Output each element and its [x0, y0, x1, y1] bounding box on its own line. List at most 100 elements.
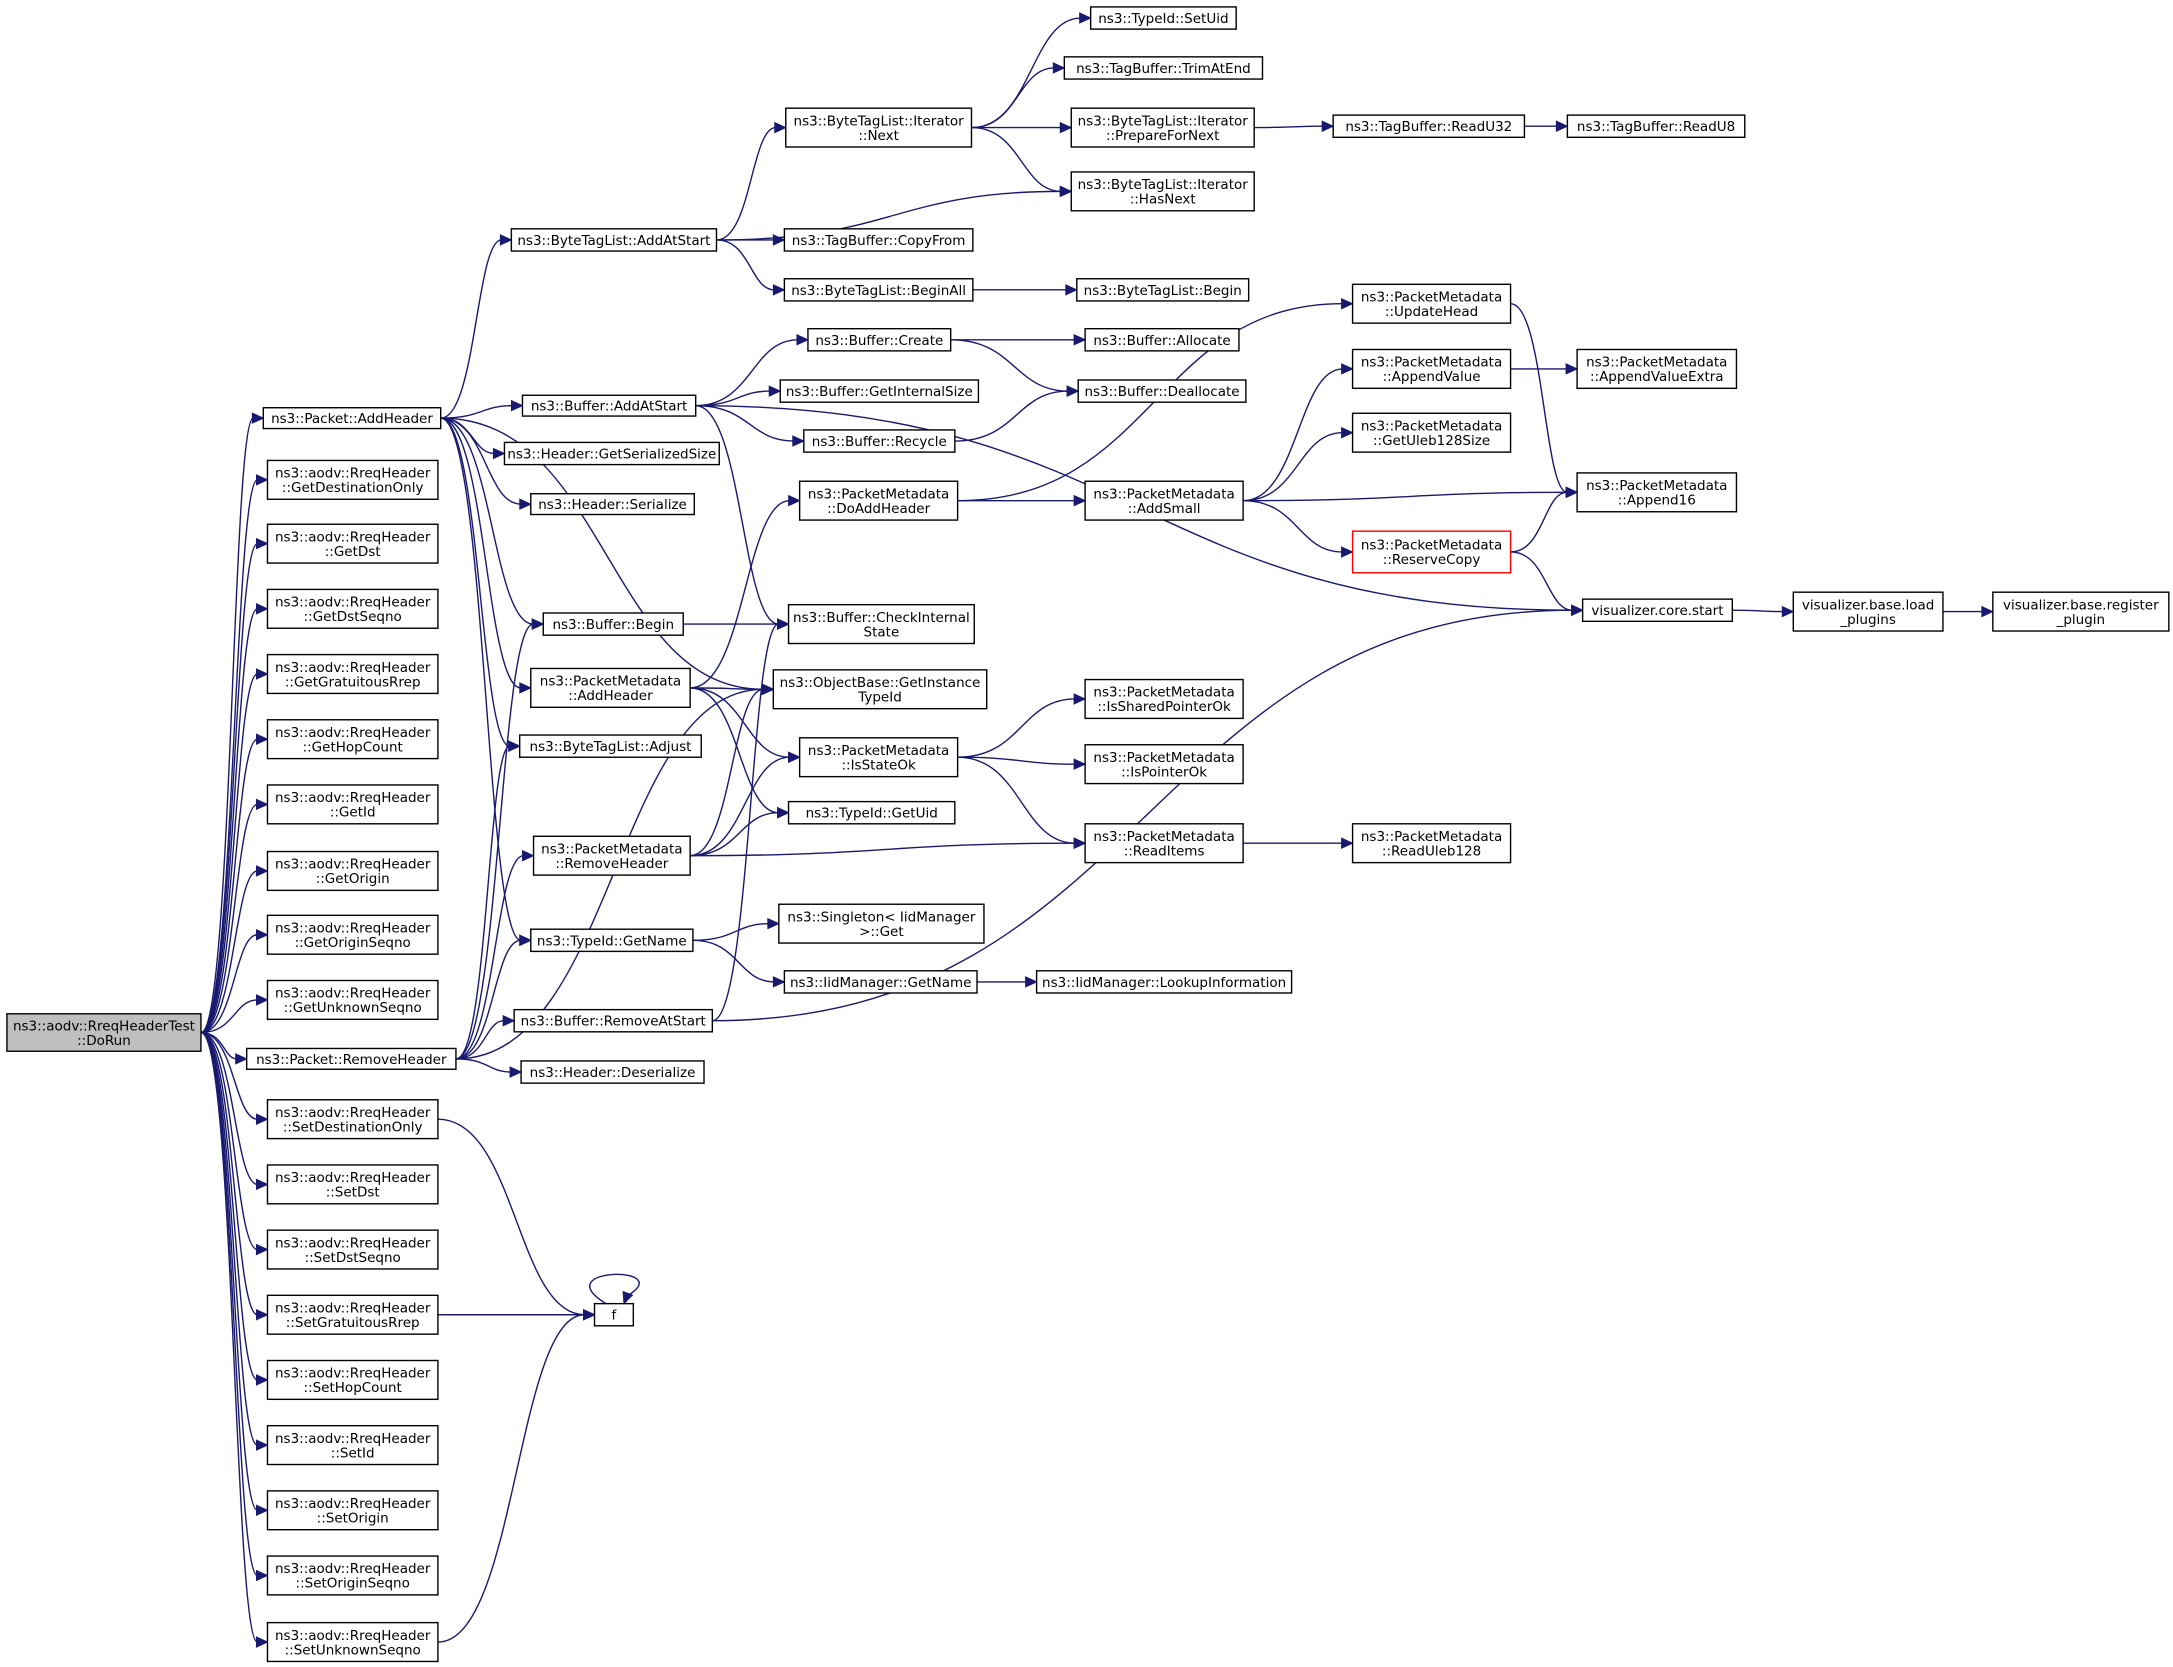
- node-pmIsShared[interactable]: ns3::PacketMetadata::IsSharedPointerOk: [1084, 678, 1244, 720]
- node-label: ::GetGratuitousRrep: [285, 674, 421, 690]
- node-setDst[interactable]: ns3::aodv::RreqHeader::SetDst: [266, 1164, 439, 1205]
- node-pmGetUleb[interactable]: ns3::PacketMetadata::GetUleb128Size: [1351, 412, 1512, 453]
- edge-bufAddAtStart-bufGetInternalSize: [695, 390, 771, 407]
- node-pmUpdateHead[interactable]: ns3::PacketMetadata::UpdateHead: [1351, 283, 1512, 324]
- node-bufAddAtStart[interactable]: ns3::Buffer::AddAtStart: [521, 394, 697, 417]
- node-iidLookup[interactable]: ns3::IidManager::LookupInformation: [1035, 970, 1293, 994]
- node-label: ns3::PacketMetadata: [540, 674, 681, 690]
- node-getOriginSeqno[interactable]: ns3::aodv::RreqHeader::GetOriginSeqno: [266, 914, 439, 955]
- edge-pmAddHeader-typeGetUid: [690, 687, 779, 814]
- node-iidGetName[interactable]: ns3::IidManager::GetName: [783, 970, 978, 994]
- node-box: [1581, 598, 1734, 623]
- node-bufDeallocate[interactable]: ns3::Buffer::Deallocate: [1077, 379, 1247, 403]
- node-box: [266, 588, 439, 629]
- node-label: ns3::aodv::RreqHeader: [275, 595, 431, 611]
- node-btlIterPrepare[interactable]: ns3::ByteTagList::Iterator::PrepareForNe…: [1070, 107, 1255, 148]
- node-addHeaderPkt[interactable]: ns3::Packet::AddHeader: [262, 407, 442, 430]
- node-btlAddAtStart[interactable]: ns3::ByteTagList::AddAtStart: [510, 228, 718, 252]
- node-bufAllocate[interactable]: ns3::Buffer::Allocate: [1084, 327, 1240, 352]
- node-box: [593, 1302, 635, 1327]
- node-label: ::SetDst: [326, 1185, 380, 1201]
- edge-bufCreate-bufDeallocate: [950, 339, 1069, 392]
- node-hdrGetSerSize[interactable]: ns3::Header::GetSerializedSize: [503, 441, 720, 466]
- node-bufBegin[interactable]: ns3::Buffer::Begin: [542, 612, 684, 636]
- node-pmAppendValueExtra[interactable]: ns3::PacketMetadata::AppendValueExtra: [1576, 348, 1738, 390]
- node-typeGetUid[interactable]: ns3::TypeId::GetUid: [787, 800, 956, 825]
- node-getOrigin[interactable]: ns3::aodv::RreqHeader::GetOrigin: [266, 850, 439, 892]
- node-getDestOnly[interactable]: ns3::aodv::RreqHeader::GetDestinationOnl…: [266, 459, 439, 500]
- node-setUnknownSeqno[interactable]: ns3::aodv::RreqHeader::SetUnknownSeqno: [266, 1621, 439, 1663]
- node-setOriginSeqno[interactable]: ns3::aodv::RreqHeader::SetOriginSeqno: [266, 1555, 439, 1596]
- node-btlAdjust[interactable]: ns3::ByteTagList::Adjust: [518, 734, 702, 758]
- node-hdrDeserialize[interactable]: ns3::Header::Deserialize: [520, 1060, 705, 1084]
- node-box: [1351, 283, 1512, 324]
- node-bufCreate[interactable]: ns3::Buffer::Create: [807, 327, 952, 352]
- node-setId[interactable]: ns3::aodv::RreqHeader::SetId: [266, 1424, 439, 1466]
- node-pmIsPointer[interactable]: ns3::PacketMetadata::IsPointerOk: [1084, 744, 1244, 785]
- node-hdrSerialize[interactable]: ns3::Header::Serialize: [530, 493, 696, 516]
- node-tbCopyFrom[interactable]: ns3::TagBuffer::CopyFrom: [783, 228, 974, 252]
- node-pmDoAddHeader[interactable]: ns3::PacketMetadata::DoAddHeader: [798, 480, 959, 521]
- node-label: ::GetDst: [325, 544, 381, 560]
- node-pmRemoveHeader[interactable]: ns3::PacketMetadata::RemoveHeader: [532, 835, 691, 876]
- node-getDst[interactable]: ns3::aodv::RreqHeader::GetDst: [266, 523, 439, 564]
- node-btlBeginAll[interactable]: ns3::ByteTagList::BeginAll: [783, 278, 974, 302]
- node-pmAppend16[interactable]: ns3::PacketMetadata::Append16: [1576, 472, 1738, 513]
- node-pmReadUleb[interactable]: ns3::PacketMetadata::ReadUleb128: [1351, 823, 1512, 864]
- node-pmAddHeader[interactable]: ns3::PacketMetadata::AddHeader: [530, 667, 691, 708]
- node-label: ns3::aodv::RreqHeader: [275, 1431, 431, 1447]
- node-tbReadU8[interactable]: ns3::TagBuffer::ReadU8: [1566, 114, 1746, 138]
- node-setHopCount[interactable]: ns3::aodv::RreqHeader::SetHopCount: [266, 1359, 439, 1401]
- edge-arrowhead: [255, 668, 269, 680]
- node-btlBegin[interactable]: ns3::ByteTagList::Begin: [1076, 278, 1250, 302]
- node-pmAddSmall[interactable]: ns3::PacketMetadata::AddSmall: [1084, 480, 1244, 521]
- node-removeHeaderPkt[interactable]: ns3::Packet::RemoveHeader: [245, 1047, 457, 1070]
- edge-arrowhead: [772, 284, 786, 296]
- node-pmAppendValue[interactable]: ns3::PacketMetadata::AppendValue: [1351, 348, 1512, 390]
- edge-bufAddAtStart-bufCheckInternal: [695, 404, 779, 625]
- node-vizCoreStart[interactable]: visualizer.core.start: [1581, 598, 1734, 623]
- node-label: >::Get: [859, 924, 903, 940]
- node-label: ::SetOrigin: [317, 1511, 389, 1527]
- node-setDstSeqno[interactable]: ns3::aodv::RreqHeader::SetDstSeqno: [266, 1229, 439, 1270]
- node-pmIsStateOk[interactable]: ns3::PacketMetadata::IsStateOk: [798, 737, 959, 778]
- node-setOrigin[interactable]: ns3::aodv::RreqHeader::SetOrigin: [266, 1490, 439, 1531]
- node-pmReadItems[interactable]: ns3::PacketMetadata::ReadItems: [1084, 823, 1244, 864]
- node-label: ns3::aodv::RreqHeader: [275, 1561, 431, 1577]
- node-btlIterNext[interactable]: ns3::ByteTagList::Iterator::Next: [785, 107, 973, 148]
- node-root[interactable]: ns3::aodv::RreqHeaderTest::DoRun: [6, 1013, 202, 1052]
- node-label: ns3::Packet::AddHeader: [271, 411, 433, 427]
- node-tbReadU32[interactable]: ns3::TagBuffer::ReadU32: [1332, 114, 1526, 138]
- node-singletonGet[interactable]: ns3::Singleton< IidManager >::Get: [778, 903, 985, 944]
- node-f[interactable]: f: [593, 1302, 635, 1327]
- node-box: [530, 928, 694, 953]
- node-getGratuitous[interactable]: ns3::aodv::RreqHeader::GetGratuitousRrep: [266, 653, 439, 695]
- node-box: [266, 459, 439, 500]
- node-vizLoadPlugins[interactable]: visualizer.base.load_plugins: [1792, 591, 1944, 632]
- node-bufRemoveAtStart[interactable]: ns3::Buffer::RemoveAtStart: [513, 1008, 714, 1033]
- edge-arrowhead: [1079, 12, 1092, 24]
- node-bufRecycle[interactable]: ns3::Buffer::Recycle: [803, 429, 956, 453]
- node-getHopCount[interactable]: ns3::aodv::RreqHeader::GetHopCount: [266, 719, 439, 760]
- node-box: [1566, 114, 1746, 138]
- node-label: ns3::Header::GetSerializedSize: [507, 447, 716, 463]
- node-setGratuitous[interactable]: ns3::aodv::RreqHeader::SetGratuitousRrep: [266, 1294, 439, 1335]
- edge-arrowhead: [1073, 494, 1087, 507]
- node-vizRegister[interactable]: visualizer.base.register_plugin: [1992, 591, 2170, 632]
- node-btlIterHasNext[interactable]: ns3::ByteTagList::Iterator::HasNext: [1070, 171, 1255, 212]
- node-tbTrimAtEnd[interactable]: ns3::TagBuffer::TrimAtEnd: [1063, 56, 1264, 80]
- node-setDestOnly[interactable]: ns3::aodv::RreqHeader::SetDestinationOnl…: [266, 1099, 439, 1140]
- node-pmReserveCopy[interactable]: ns3::PacketMetadata::ReserveCopy: [1351, 530, 1512, 574]
- edge-arrowhead: [767, 917, 781, 930]
- node-label: TypeId: [857, 690, 902, 706]
- node-typeSetUid[interactable]: ns3::TypeId::SetUid: [1089, 6, 1237, 30]
- node-getUnknownSeqno[interactable]: ns3::aodv::RreqHeader::GetUnknownSeqno: [266, 979, 439, 1021]
- node-label: ns3::aodv::RreqHeader: [275, 1105, 431, 1121]
- node-getDstSeqno[interactable]: ns3::aodv::RreqHeader::GetDstSeqno: [266, 588, 439, 629]
- node-bufGetInternalSize[interactable]: ns3::Buffer::GetInternalSize: [779, 379, 980, 403]
- node-label: ns3::PacketMetadata: [1361, 418, 1502, 434]
- node-getId[interactable]: ns3::aodv::RreqHeader::GetId: [266, 784, 439, 825]
- node-typeGetName[interactable]: ns3::TypeId::GetName: [530, 928, 694, 953]
